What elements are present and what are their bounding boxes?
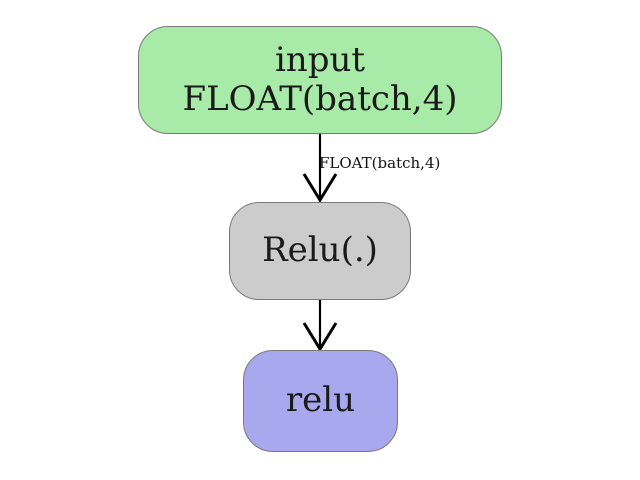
relu-operator-node[interactable]: Relu(.): [229, 202, 411, 300]
relu-output-node[interactable]: relu: [243, 350, 398, 452]
input-node-type: FLOAT(batch,4): [182, 79, 458, 119]
relu-operator-label: Relu(.): [262, 230, 378, 271]
edge-arrowhead-input-to-relu: [302, 173, 338, 203]
edge-label-input-to-relu: FLOAT(batch,4): [319, 154, 441, 172]
input-node[interactable]: input FLOAT(batch,4): [138, 26, 502, 134]
edge-relu-to-output: [302, 300, 338, 352]
edge-arrowhead-relu-to-output: [302, 322, 338, 352]
input-node-name: input: [274, 39, 366, 80]
relu-output-name: relu: [285, 380, 356, 421]
